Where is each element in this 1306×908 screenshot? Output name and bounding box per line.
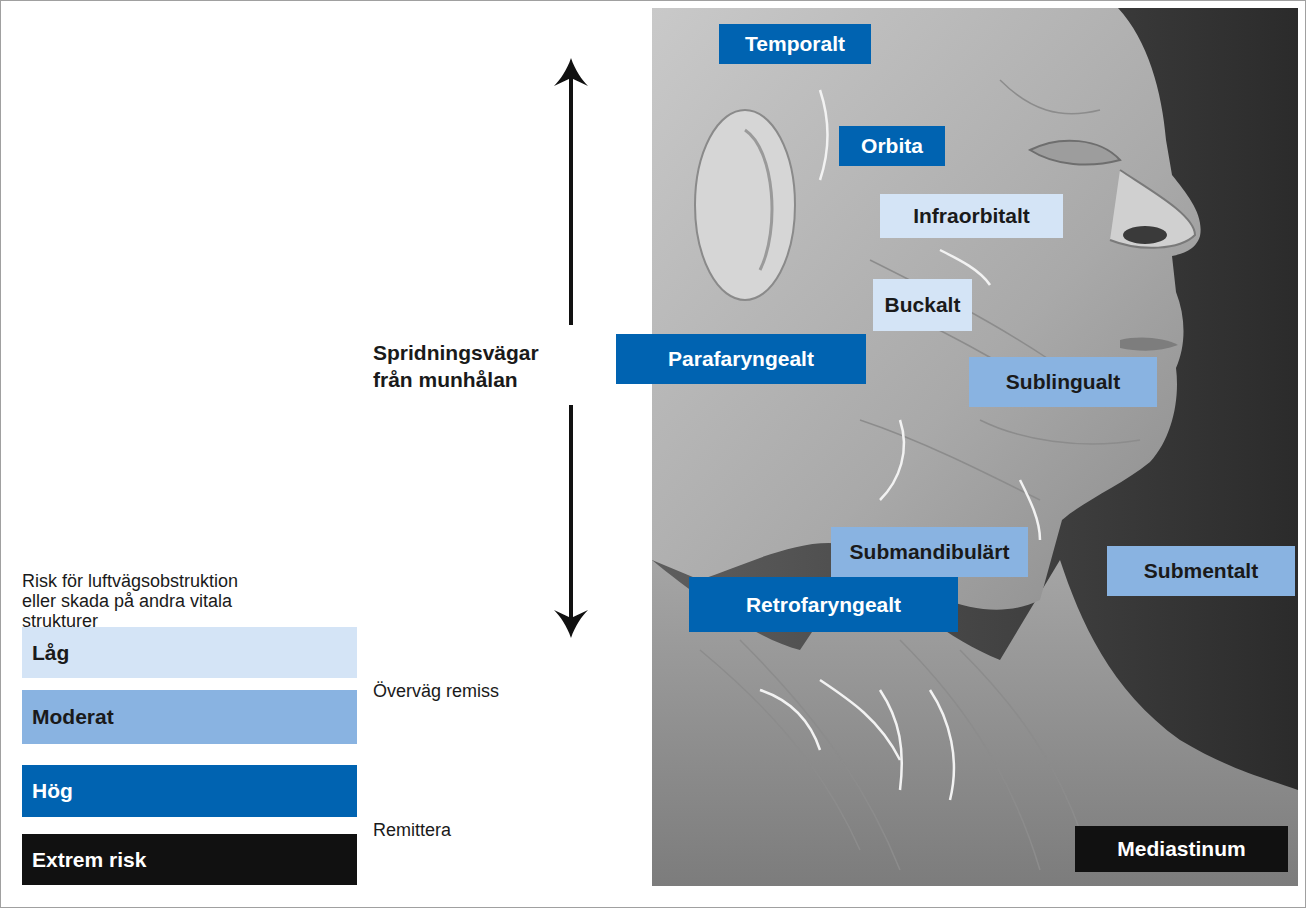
region-label: Submandibulärt xyxy=(850,540,1010,564)
legend-text: Låg xyxy=(32,641,69,665)
region-label: Sublingualt xyxy=(1006,370,1120,394)
region-label: Infraorbitalt xyxy=(913,204,1030,228)
legend-text: Extrem risk xyxy=(32,848,146,872)
region-box: Mediastinum xyxy=(1075,826,1288,872)
region-box: Orbita xyxy=(839,126,945,166)
region-box: Retrofaryngealt xyxy=(689,577,958,632)
axis-label: Spridningsvägar från munhålan xyxy=(373,339,565,393)
region-label: Temporalt xyxy=(745,32,845,56)
legend-title: Risk för luftvägsobstruktion eller skada… xyxy=(22,571,272,631)
region-label: Parafaryngealt xyxy=(668,347,814,371)
region-label: Mediastinum xyxy=(1117,837,1245,861)
legend-swatch: Hög xyxy=(22,765,357,817)
legend-text: Moderat xyxy=(32,705,114,729)
region-box: Temporalt xyxy=(719,24,871,64)
region-box: Infraorbitalt xyxy=(880,194,1063,238)
region-box: Submentalt xyxy=(1107,546,1295,596)
region-label: Submentalt xyxy=(1144,559,1258,583)
region-box: Sublingualt xyxy=(969,357,1157,407)
anatomy-photo xyxy=(652,8,1298,886)
note: Remittera xyxy=(373,819,573,841)
region-label: Buckalt xyxy=(885,293,961,317)
spread-arrow xyxy=(554,58,588,638)
region-box: Submandibulärt xyxy=(831,527,1028,577)
note: Överväg remiss xyxy=(373,680,573,702)
region-box: Parafaryngealt xyxy=(616,334,866,384)
region-label: Orbita xyxy=(861,134,923,158)
legend-swatch: Låg xyxy=(22,627,357,678)
legend-text: Hög xyxy=(32,779,73,803)
legend-swatch: Extrem risk xyxy=(22,834,357,885)
region-label: Retrofaryngealt xyxy=(746,593,901,617)
legend-swatch: Moderat xyxy=(22,690,357,744)
region-box: Buckalt xyxy=(873,279,972,331)
